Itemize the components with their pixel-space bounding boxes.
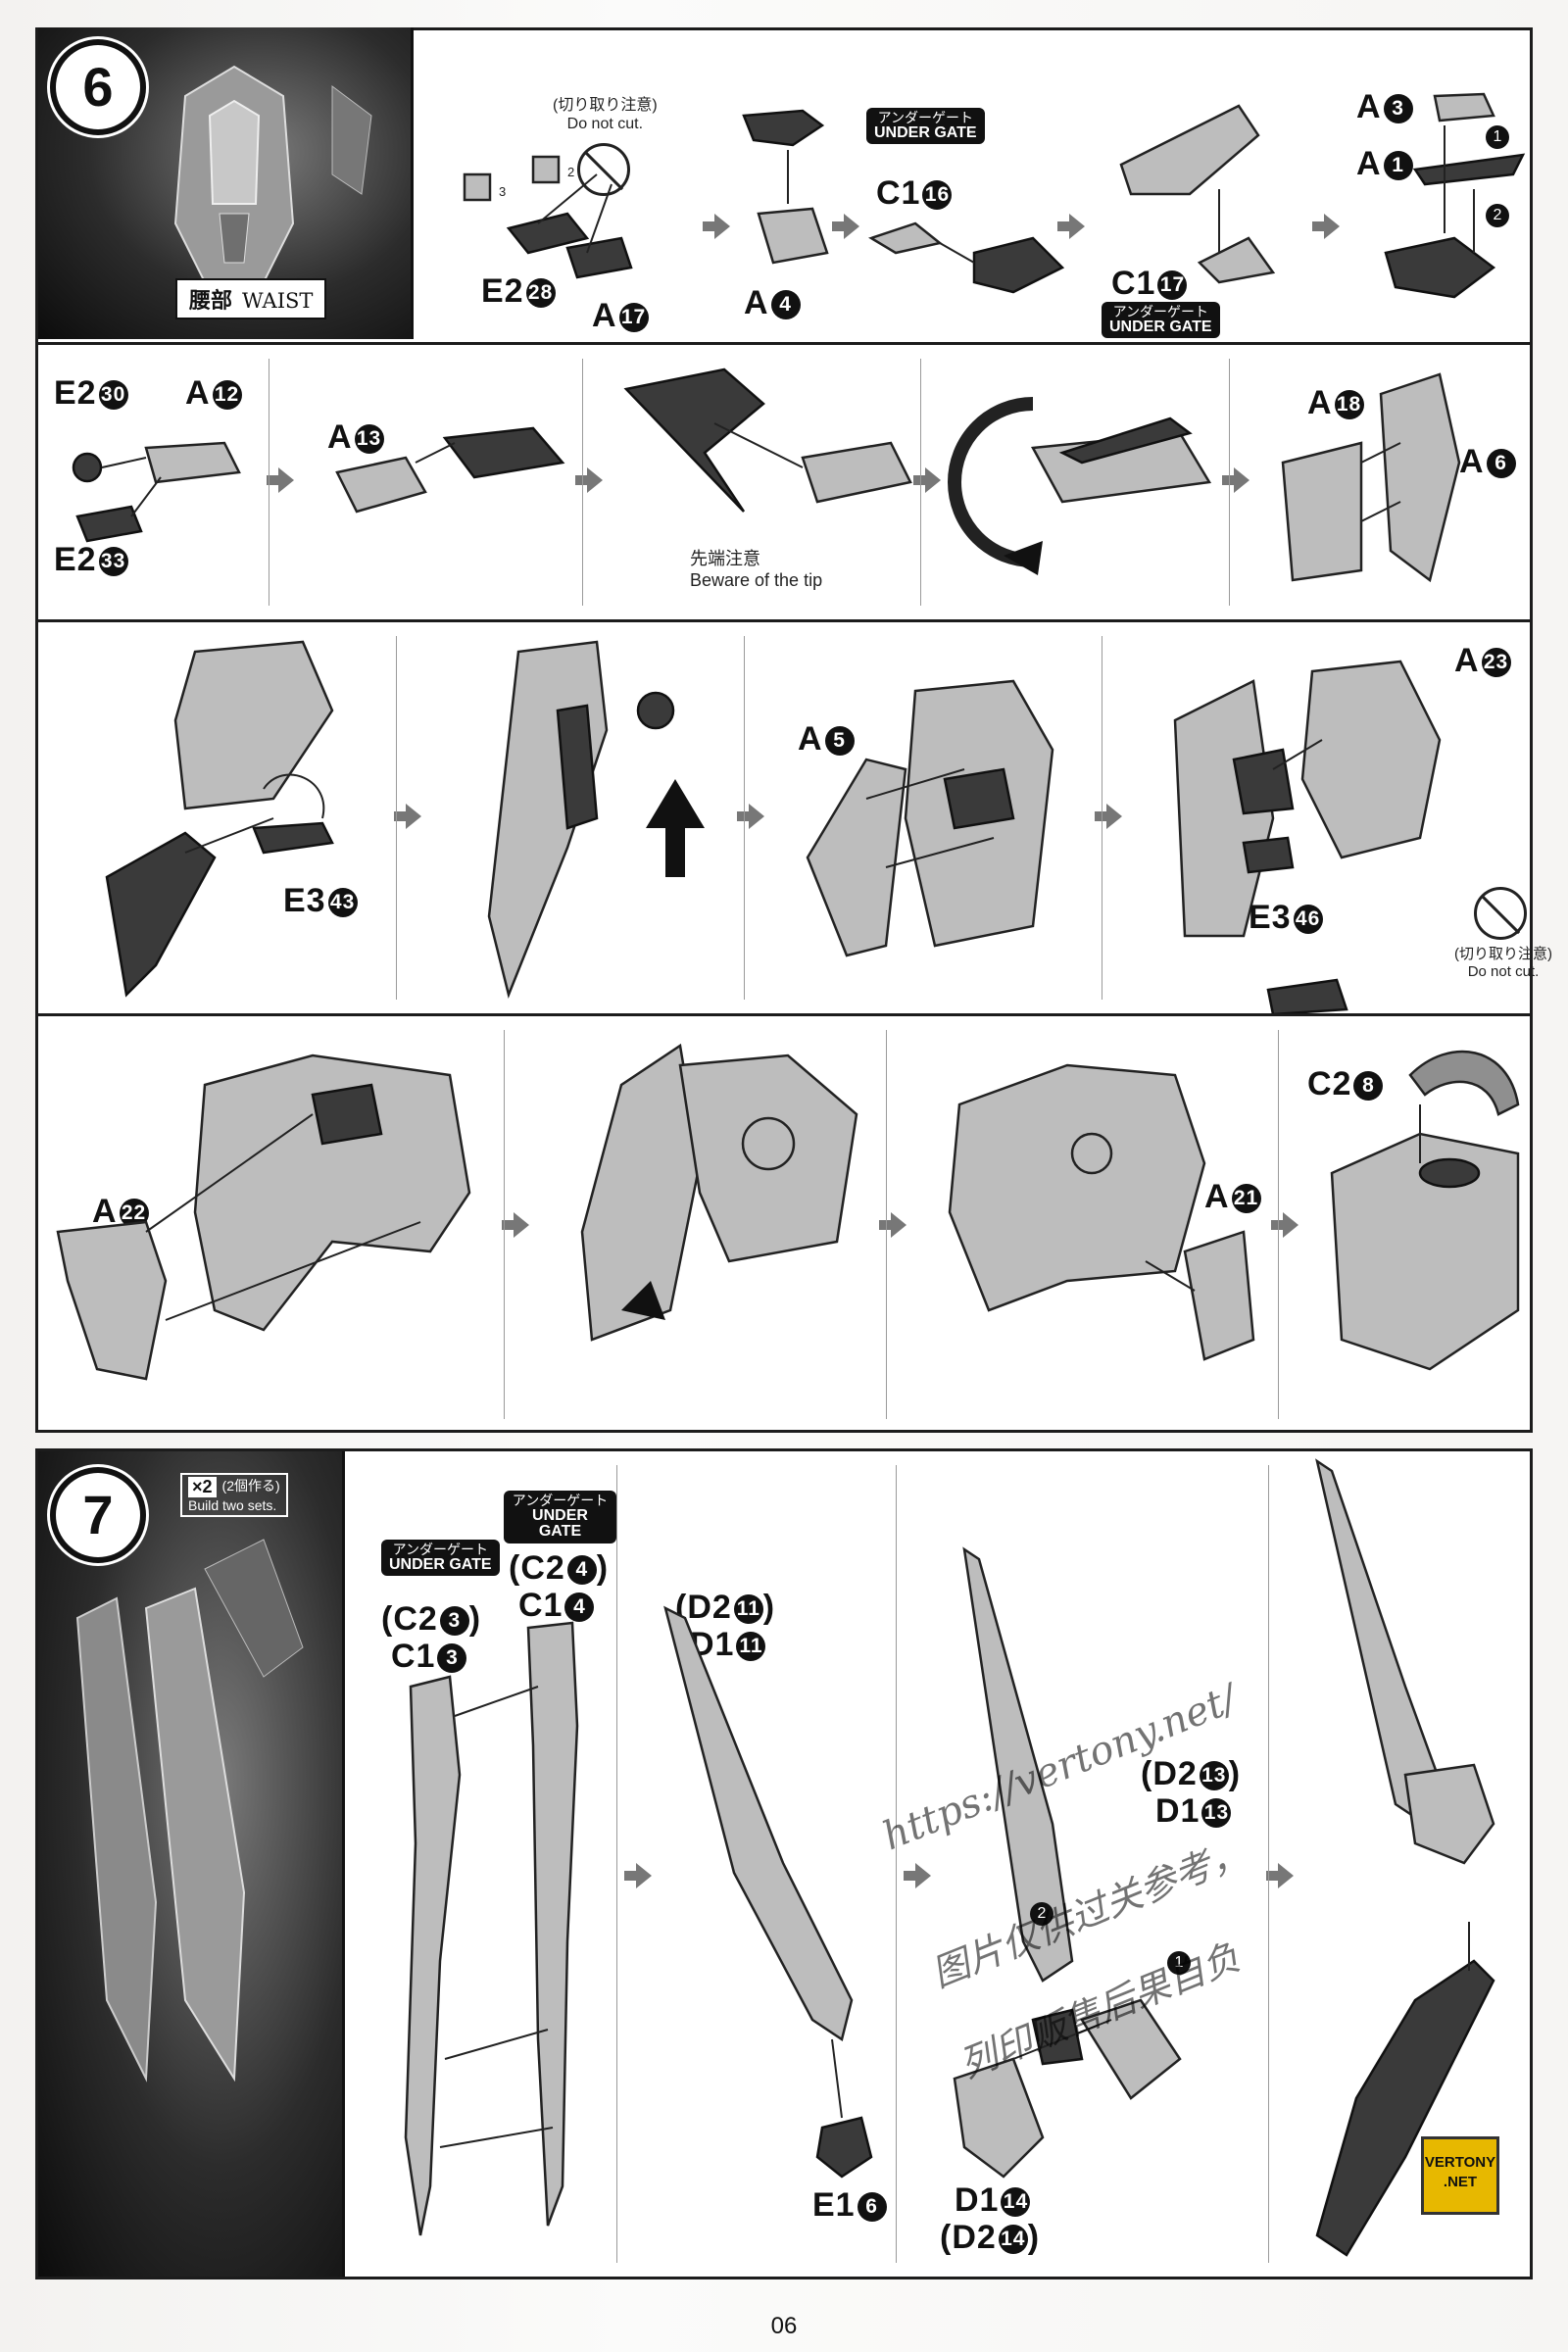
shoulder-blade-illustration xyxy=(38,1451,342,2277)
step-arrow xyxy=(925,467,941,493)
label-d1-14: D114 xyxy=(955,2181,1030,2220)
step-arrow xyxy=(636,1863,652,1888)
step-arrow xyxy=(278,467,294,493)
step-arrow xyxy=(587,467,603,493)
section-title-en: WAIST xyxy=(242,289,313,313)
small-step-3: 3 xyxy=(499,184,506,200)
order-2: 2 xyxy=(1486,204,1509,227)
step6-row2: E230 A12 E233 A13 xyxy=(38,342,1530,619)
step-arrow xyxy=(1324,214,1340,239)
step7-a-parts xyxy=(352,1451,616,2282)
rotate-illustration xyxy=(945,345,1229,622)
do-not-cut-note: (切り取り注意) Do not cut. xyxy=(1454,946,1552,981)
step6-header-image: 6 腰部 WAIST xyxy=(38,27,411,339)
small-step-2: 2 xyxy=(567,165,574,180)
row4-a-parts xyxy=(38,1016,504,1436)
step-arrow xyxy=(1106,804,1122,829)
build-count: ×2 xyxy=(188,1477,217,1497)
build-jp: (2個作る) xyxy=(222,1478,280,1494)
step-number-badge: 7 xyxy=(56,1473,140,1557)
label-e2-28: E228 xyxy=(481,272,556,311)
row2-a-parts xyxy=(38,345,269,622)
row3-c-parts xyxy=(768,622,1102,1016)
page-number: 06 xyxy=(0,2313,1568,2340)
step7-substep-a: アンダーゲートUNDER GATE アンダーゲートUNDER GATE (C23… xyxy=(352,1451,616,2277)
section-title: 腰部 WAIST xyxy=(175,278,326,319)
order-1: 1 xyxy=(1486,125,1509,149)
tip-note: 先端注意 Beware of the tip xyxy=(690,549,822,591)
row4-c-parts xyxy=(910,1016,1278,1436)
row4-substep-b xyxy=(533,1016,886,1433)
step-arrow xyxy=(514,1212,529,1238)
row2-b-parts xyxy=(298,345,582,622)
step-arrow xyxy=(1278,1863,1294,1888)
row4-d-parts xyxy=(1302,1016,1533,1436)
step-arrow xyxy=(1234,467,1250,493)
step7-header-image: 7 ×2 (2個作る) Build two sets. xyxy=(38,1451,342,2277)
label-e1-6: E16 xyxy=(812,2186,887,2225)
do-not-cut-jp: (切り取り注意) xyxy=(1454,946,1552,962)
row3-b-parts xyxy=(430,622,744,1016)
build-en: Build two sets. xyxy=(188,1497,276,1513)
step-arrow xyxy=(714,214,730,239)
row4-b-parts xyxy=(533,1016,886,1436)
no-cut-icon xyxy=(1474,887,1527,940)
step-arrow xyxy=(1069,214,1085,239)
step7-b-parts xyxy=(656,1451,896,2282)
step-arrow xyxy=(749,804,764,829)
build-two-sets-note: ×2 (2個作る) Build two sets. xyxy=(180,1473,288,1517)
row1-substep-a: (切り取り注意) Do not cut. 3 2 E228 A17 xyxy=(420,27,705,339)
section-title-jp: 腰部 xyxy=(189,288,232,314)
step-number-badge: 6 xyxy=(56,45,140,129)
row1-a-parts xyxy=(420,27,705,339)
step-arrow xyxy=(844,214,859,239)
label-d1-13: D113 xyxy=(1155,1792,1231,1831)
row1-c-parts xyxy=(866,27,1067,339)
row2-substep-c: 先端注意 Beware of the tip xyxy=(607,345,920,619)
row1-e-parts xyxy=(1347,27,1533,339)
step-arrow xyxy=(915,1863,931,1888)
tip-jp: 先端注意 xyxy=(690,549,760,568)
step-arrow xyxy=(891,1212,906,1238)
vertony-logo: VERTONY.NET xyxy=(1421,2136,1499,2215)
label-d2-13: (D213) xyxy=(1141,1755,1241,1793)
do-not-cut-en: Do not cut. xyxy=(1468,963,1540,980)
row2-substep-d xyxy=(945,345,1229,619)
step-arrow xyxy=(1283,1212,1298,1238)
row2-e-parts xyxy=(1253,345,1533,622)
row3-a-parts xyxy=(38,622,396,1016)
step-arrow xyxy=(406,804,421,829)
step6-frame: 6 腰部WAIST (切り取り注意) Do not cut. xyxy=(35,27,1533,1433)
tip-en: Beware of the tip xyxy=(690,570,822,590)
row3-substep-b xyxy=(430,622,744,1013)
